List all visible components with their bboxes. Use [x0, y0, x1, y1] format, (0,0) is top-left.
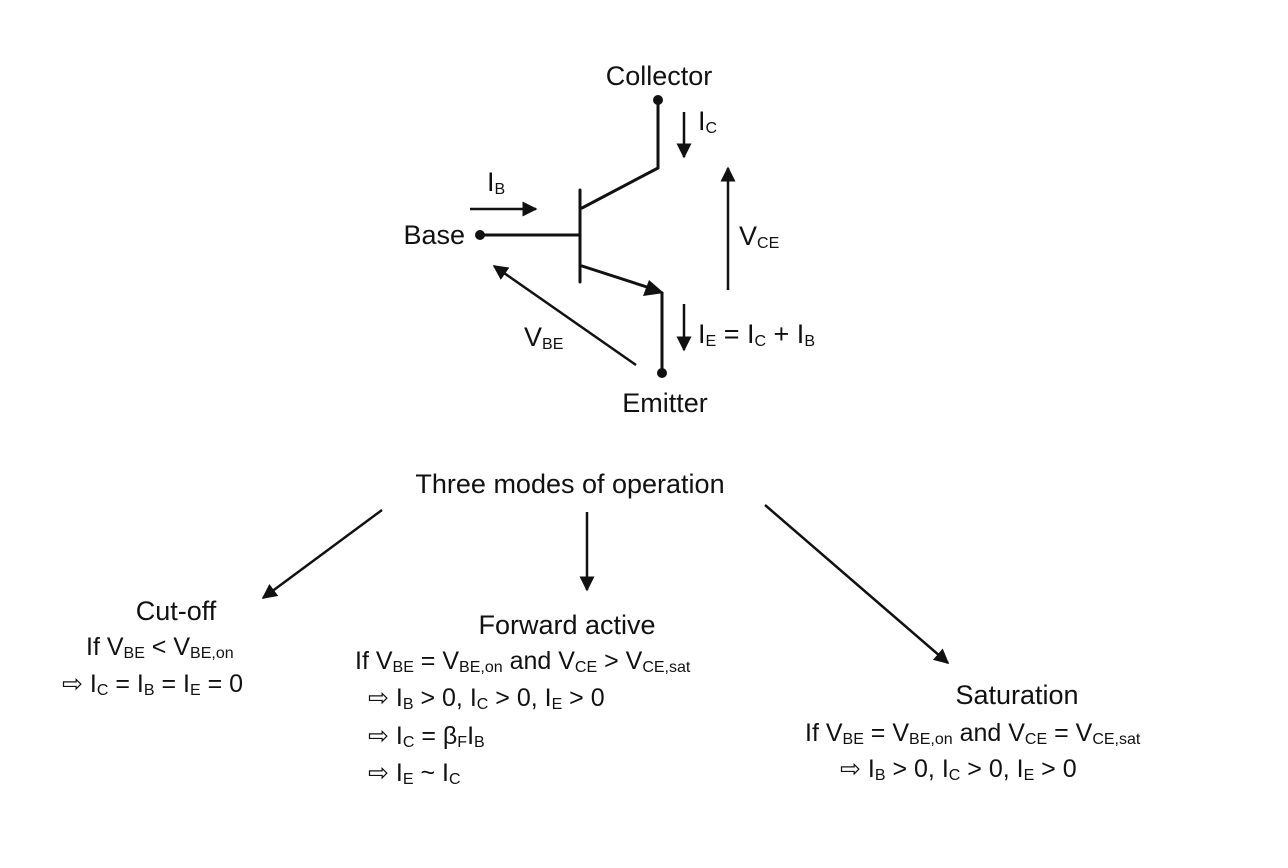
saturation-title: Saturation — [955, 680, 1078, 710]
emitter-arrowhead — [643, 280, 664, 296]
ic-label: IC — [698, 106, 717, 137]
vce-label: VCE — [739, 221, 779, 252]
cutoff-title: Cut-off — [136, 596, 217, 626]
vbe-arrow — [492, 264, 637, 367]
base-label: Base — [403, 220, 465, 250]
base-terminal-dot — [475, 230, 485, 240]
collector-label: Collector — [606, 61, 713, 91]
transistor-symbol — [475, 95, 667, 378]
forward-active-condition: If VBE = VBE,on and VCE > VCE,sat — [355, 647, 691, 676]
saturation-result: ⇨ IB > 0, IC > 0, IE > 0 — [840, 755, 1077, 784]
emitter-label: Emitter — [622, 388, 708, 418]
emitter-diagonal — [580, 264, 652, 290]
saturation-condition: If VBE = VBE,on and VCE = VCE,sat — [805, 719, 1141, 748]
vbe-label: VBE — [524, 322, 563, 353]
ib-label: IB — [487, 167, 505, 198]
saturation-mode: Saturation If VBE = VBE,on and VCE = VCE… — [805, 680, 1141, 784]
forward-active-title: Forward active — [478, 610, 655, 640]
arrow-to-saturation — [764, 504, 950, 664]
cutoff-result: ⇨ IC = IB = IE = 0 — [62, 670, 243, 699]
modes-title: Three modes of operation — [415, 469, 724, 499]
forward-active-mode: Forward active If VBE = VBE,on and VCE >… — [355, 610, 691, 788]
cutoff-condition: If VBE < VBE,on — [86, 633, 234, 662]
forward-active-result-1: ⇨ IB > 0, IC > 0, IE > 0 — [368, 684, 605, 713]
forward-active-result-2: ⇨ IC = βFIB — [368, 722, 485, 751]
cutoff-mode: Cut-off If VBE < VBE,on ⇨ IC = IB = IE =… — [62, 596, 243, 699]
collector-terminal-dot — [653, 95, 663, 105]
emitter-terminal-dot — [657, 368, 667, 378]
collector-diagonal — [580, 166, 660, 210]
ie-equation: IE = IC + IB — [698, 319, 815, 350]
forward-active-result-3: ⇨ IE ~ IC — [368, 759, 461, 788]
arrow-to-cutoff — [261, 508, 383, 600]
